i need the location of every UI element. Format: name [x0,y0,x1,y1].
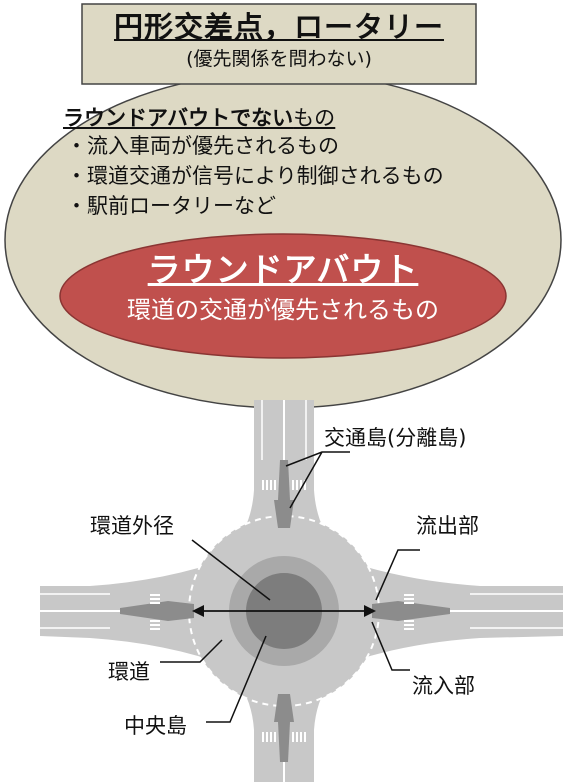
crosswalk-south [262,732,306,742]
crosswalk-west [150,594,160,630]
label-outer-diameter: 環道外径 [90,514,174,538]
crosswalk-east [404,594,414,630]
leader-exit [375,549,420,601]
roundabout-ellipse [59,233,507,359]
splitter-island-north [274,500,294,528]
leader-outer-diameter [191,539,271,601]
splitter-island-east [372,601,398,621]
list-item: ・駅前ロータリーなど [66,194,276,218]
not-roundabout-list: ・流入車両が優先されるもの ・環道交通が信号により制御されるもの ・駅前ロータリ… [66,131,444,221]
diameter-arrowhead-left [192,605,204,617]
splitter-island-north-tail [278,460,290,500]
roundabout-plan-drawing [40,400,563,782]
diameter-arrowhead-right [364,605,376,617]
leader-traffic-island [285,451,350,509]
roundabout-description: 環道の交通が優先されるもの [127,296,439,324]
title-box-subtitle: (優先関係を問わない) [186,48,372,70]
not-roundabout-heading-bold: ラウンドアバウトでない [63,106,294,130]
leader-circulatory-road [160,639,223,663]
list-item: ・環道交通が信号により制御されるもの [66,164,444,188]
not-roundabout-heading: ラウンドアバウトでないもの [63,102,335,132]
splitter-island-west-tail [120,601,168,621]
classification-shapes [4,3,562,409]
label-exit: 流出部 [416,514,479,538]
roundabout-title: ラウンドアバウト [147,250,419,289]
title-box-text: 円形交差点，ロータリー (優先関係を問わない) [82,8,476,72]
label-central-island: 中央島 [124,714,187,738]
classification-diagram: 円形交差点，ロータリー (優先関係を問わない) ラウンドアバウトでないもの ・流… [4,3,562,409]
label-entry: 流入部 [412,674,475,698]
label-traffic-island: 交通島(分離島) [324,426,467,450]
splitter-island-south-tail [278,722,290,762]
splitter-island-east-tail [398,601,450,621]
roundabout-plan-diagram: 交通島(分離島) 環道外径 流出部 環道 流入部 中央島 [0,400,563,782]
label-circulatory-road: 環道 [108,660,150,684]
title-box [81,3,477,85]
splitter-island-south [274,694,294,722]
title-box-title: 円形交差点，ロータリー [113,10,444,44]
leader-central-island [206,635,267,723]
crosswalk-north [262,480,306,490]
leader-entry [371,621,410,671]
not-roundabout-heading-suffix: もの [293,106,336,130]
splitter-island-west [168,601,194,621]
list-item: ・流入車両が優先されるもの [66,134,339,158]
